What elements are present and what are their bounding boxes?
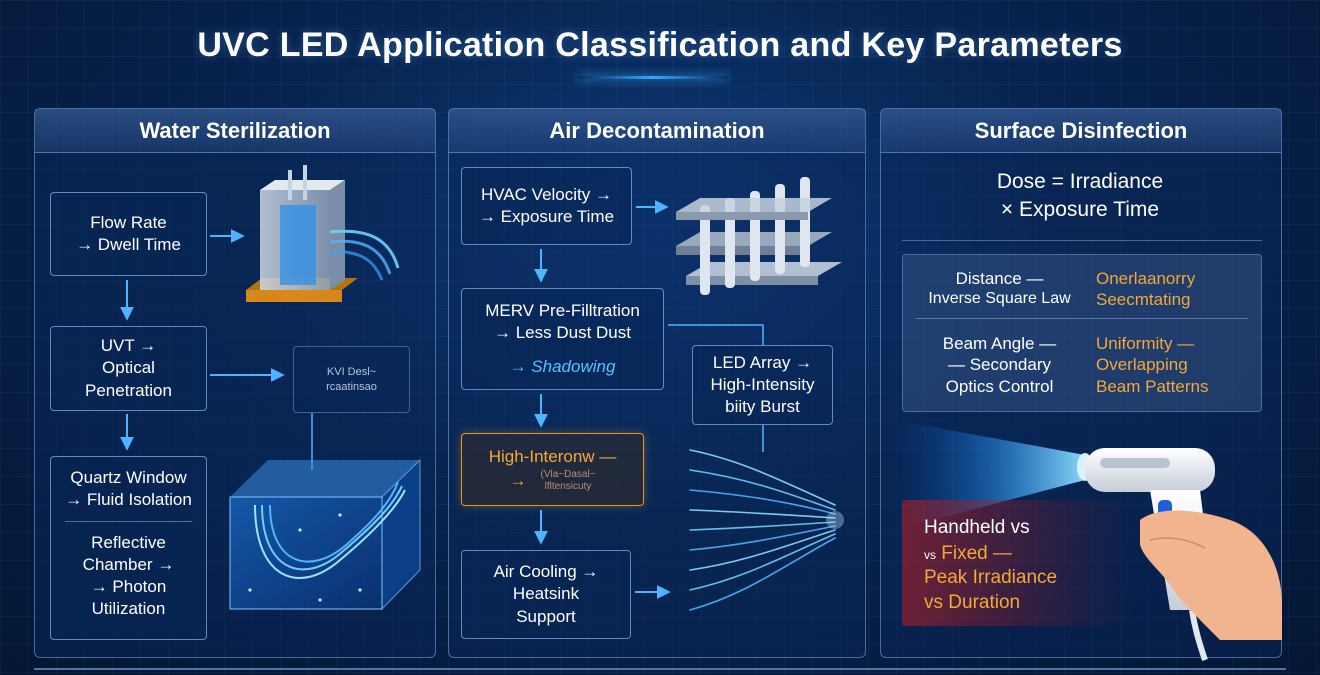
surface-parameters-card xyxy=(902,254,1262,412)
box-divider xyxy=(64,521,193,523)
air-cooling-box: Air Cooling → Heatsink Support xyxy=(461,550,631,639)
quartz-reflective-box: Quartz Window → Fluid Isolation Reflecti… xyxy=(50,456,207,640)
panel-header-water: Water Sterilization xyxy=(35,109,435,153)
panel-header-air: Air Decontamination xyxy=(449,109,865,153)
reactor-tank-illustration xyxy=(246,165,400,302)
card-divider xyxy=(916,318,1248,319)
hvac-velocity-box: HVAC Velocity → → Exposure Time xyxy=(461,167,632,245)
title-underline xyxy=(578,76,728,79)
led-array-box: LED Array → High-Intensity biity Burst xyxy=(692,345,833,425)
distance-label: Distance — Inverse Square Law xyxy=(928,269,1071,308)
dose-formula: Dose = Irradiance × Exposure Time xyxy=(996,170,1164,222)
page-title: UVC LED Application Classification and K… xyxy=(197,26,1123,64)
bottom-rule xyxy=(34,668,1286,670)
dose-separator xyxy=(902,240,1262,241)
uv-light-beams-illustration xyxy=(689,449,844,611)
handheld-fixed-line: vs Fixed — xyxy=(924,543,1013,564)
optical-detail-box: KVI Desl~ rcaatinsao xyxy=(293,346,410,413)
overlap-label-top: Onerlaanorry Seecmtating xyxy=(1096,269,1196,310)
uniformity-label: Uniformity — Overlapping Beam Patterns xyxy=(1096,334,1209,396)
flow-rate-box: Flow Rate → Dwell Time xyxy=(50,192,207,276)
merv-prefiltration-box: MERV Pre-Filltration → Less Dust Dust → … xyxy=(461,288,664,390)
uvt-box: UVT → Optical Penetration xyxy=(50,326,207,411)
high-intensity-box: High-Interonw — → (Vla~Dasal~ lfltensicu… xyxy=(461,433,644,506)
hvac-baffles-illustration xyxy=(676,177,842,295)
handheld-vs-fixed-card xyxy=(902,500,1132,626)
flow-chamber-illustration xyxy=(229,458,421,611)
panel-header-surface: Surface Disinfection xyxy=(881,109,1281,153)
beam-angle-label: Beam Angle — — Secondary Optics Control xyxy=(942,334,1057,396)
